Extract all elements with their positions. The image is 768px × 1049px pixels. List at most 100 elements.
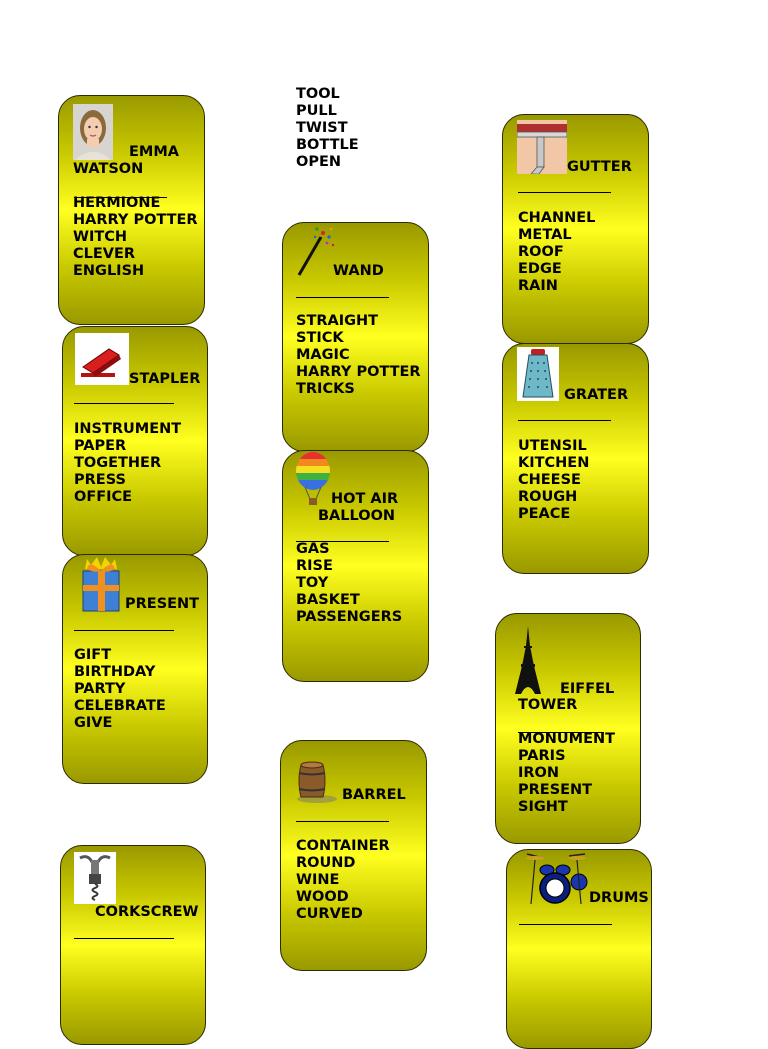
- gift-box-icon: [82, 557, 120, 612]
- card-title: TOWER: [518, 697, 578, 713]
- card-title: CORKSCREW: [95, 904, 199, 920]
- clue-word: PRESENT: [518, 782, 593, 798]
- clue-word: GIFT: [74, 647, 112, 663]
- card-grater: GRATER UTENSIL KITCHEN CHEESE ROUGH PEAC…: [502, 343, 649, 574]
- clue-word: WINE: [296, 872, 340, 888]
- clue-word: BIRTHDAY: [74, 664, 156, 680]
- clue-word: PARTY: [74, 681, 126, 697]
- clue-word: CONTAINER: [296, 838, 390, 854]
- clue-word: METAL: [518, 227, 572, 243]
- clue-word: INSTRUMENT: [74, 421, 182, 437]
- clue-word: RAIN: [518, 278, 558, 294]
- clue-word: TRICKS: [296, 381, 355, 397]
- card-title: GRATER: [564, 387, 629, 403]
- clue-word: CELEBRATE: [74, 698, 166, 714]
- barrel-icon: [297, 761, 337, 803]
- clue-word: CHEESE: [518, 472, 581, 488]
- answer-line: [74, 403, 174, 404]
- clue-word: BASKET: [296, 592, 360, 608]
- clue-word: TOGETHER: [74, 455, 162, 471]
- clue-word: CHANNEL: [518, 210, 596, 226]
- card-hot-air-balloon: HOT AIR BALLOON GAS RISE TOY BASKET PASS…: [282, 450, 429, 682]
- clue-word: KITCHEN: [518, 455, 590, 471]
- card-title: STAPLER: [129, 371, 201, 387]
- clue-word: UTENSIL: [518, 438, 587, 454]
- drum-kit-icon: [526, 853, 588, 905]
- clue-word: PRESS: [74, 472, 126, 488]
- card-title: EIFFEL: [560, 681, 615, 697]
- card-wand: WAND STRAIGHT STICK MAGIC HARRY POTTER T…: [282, 222, 429, 452]
- card-title: HOT AIR: [331, 491, 399, 507]
- answer-line: [518, 420, 611, 421]
- clue-word: HERMIONE: [73, 195, 161, 211]
- clue-word: ROOF: [518, 244, 564, 260]
- answer-line: [296, 541, 389, 542]
- clue-word: MAGIC: [296, 347, 350, 363]
- clue-word: PARIS: [518, 748, 566, 764]
- clue-word: GIVE: [74, 715, 113, 731]
- corkscrew-icon: [74, 852, 116, 904]
- clue-word: ROUND: [296, 855, 356, 871]
- clue-word: STRAIGHT: [296, 313, 379, 329]
- card-title: PRESENT: [125, 596, 200, 612]
- card-barrel: BARREL CONTAINER ROUND WINE WOOD CURVED: [280, 740, 427, 971]
- answer-line: [296, 297, 389, 298]
- card-emma-watson: EMMA WATSON HERMIONE HARRY POTTER WITCH …: [58, 95, 205, 325]
- clue-word: HARRY POTTER: [296, 364, 421, 380]
- cheese-grater-icon: [517, 347, 559, 401]
- answer-line: [518, 192, 611, 193]
- clue-word: GAS: [296, 541, 330, 557]
- answer-line: [74, 938, 174, 939]
- card-drums: DRUMS: [506, 849, 652, 1049]
- clue-word: EDGE: [518, 261, 562, 277]
- clue-word-list: MONUMENT PARIS IRON PRESENT SIGHT: [518, 731, 615, 816]
- answer-line: [74, 630, 174, 631]
- clue-word: CLEVER: [73, 246, 136, 262]
- top-word: OPEN: [296, 154, 341, 170]
- clue-word-list: CONTAINER ROUND WINE WOOD CURVED: [296, 838, 390, 923]
- clue-word-list: STRAIGHT STICK MAGIC HARRY POTTER TRICKS: [296, 313, 421, 398]
- stapler-icon: [75, 333, 129, 385]
- clue-word: WITCH: [73, 229, 128, 245]
- answer-line: [74, 197, 167, 198]
- answer-line: [518, 732, 604, 733]
- card-title: WAND: [333, 263, 384, 279]
- clue-word: WOOD: [296, 889, 349, 905]
- clue-word-list: UTENSIL KITCHEN CHEESE ROUGH PEACE: [518, 438, 589, 523]
- clue-word: ROUGH: [518, 489, 578, 505]
- card-title: DRUMS: [589, 890, 649, 906]
- emma-watson-portrait-icon: [73, 104, 113, 160]
- clue-word: ENGLISH: [73, 263, 145, 279]
- card-title: BARREL: [342, 787, 406, 803]
- clue-word-list: CHANNEL METAL ROOF EDGE RAIN: [518, 210, 595, 295]
- top-word: TWIST: [296, 120, 348, 136]
- top-word: BOTTLE: [296, 137, 359, 153]
- card-stapler: STAPLER INSTRUMENT PAPER TOGETHER PRESS …: [62, 326, 208, 556]
- clue-word-list: INSTRUMENT PAPER TOGETHER PRESS OFFICE: [74, 421, 181, 506]
- clue-word: PEACE: [518, 506, 571, 522]
- magic-wand-icon: [297, 227, 335, 276]
- card-eiffel-tower: EIFFEL TOWER MONUMENT PARIS IRON PRESENT…: [495, 613, 641, 844]
- top-word: PULL: [296, 103, 337, 119]
- clue-word: STICK: [296, 330, 344, 346]
- clue-word: SIGHT: [518, 799, 568, 815]
- clue-word-list: HERMIONE HARRY POTTER WITCH CLEVER ENGLI…: [73, 195, 198, 280]
- card-corkscrew: CORKSCREW: [60, 845, 206, 1045]
- clue-word: PASSENGERS: [296, 609, 403, 625]
- hot-air-balloon-icon: [296, 452, 330, 505]
- clue-word: RISE: [296, 558, 333, 574]
- clue-word: HARRY POTTER: [73, 212, 198, 228]
- gutter-icon: [517, 120, 567, 174]
- clue-word: CURVED: [296, 906, 363, 922]
- top-word: TOOL: [296, 86, 340, 102]
- card-title: EMMA: [129, 144, 179, 160]
- card-title: WATSON: [73, 161, 144, 177]
- top-word-list: TOOL PULL TWIST BOTTLE OPEN: [296, 86, 359, 171]
- card-present: PRESENT GIFT BIRTHDAY PARTY CELEBRATE GI…: [62, 554, 208, 784]
- clue-word: OFFICE: [74, 489, 133, 505]
- clue-word-list: GAS RISE TOY BASKET PASSENGERS: [296, 541, 402, 626]
- clue-word: MONUMENT: [518, 731, 616, 747]
- card-title: BALLOON: [318, 508, 396, 524]
- answer-line: [296, 821, 389, 822]
- clue-word: TOY: [296, 575, 329, 591]
